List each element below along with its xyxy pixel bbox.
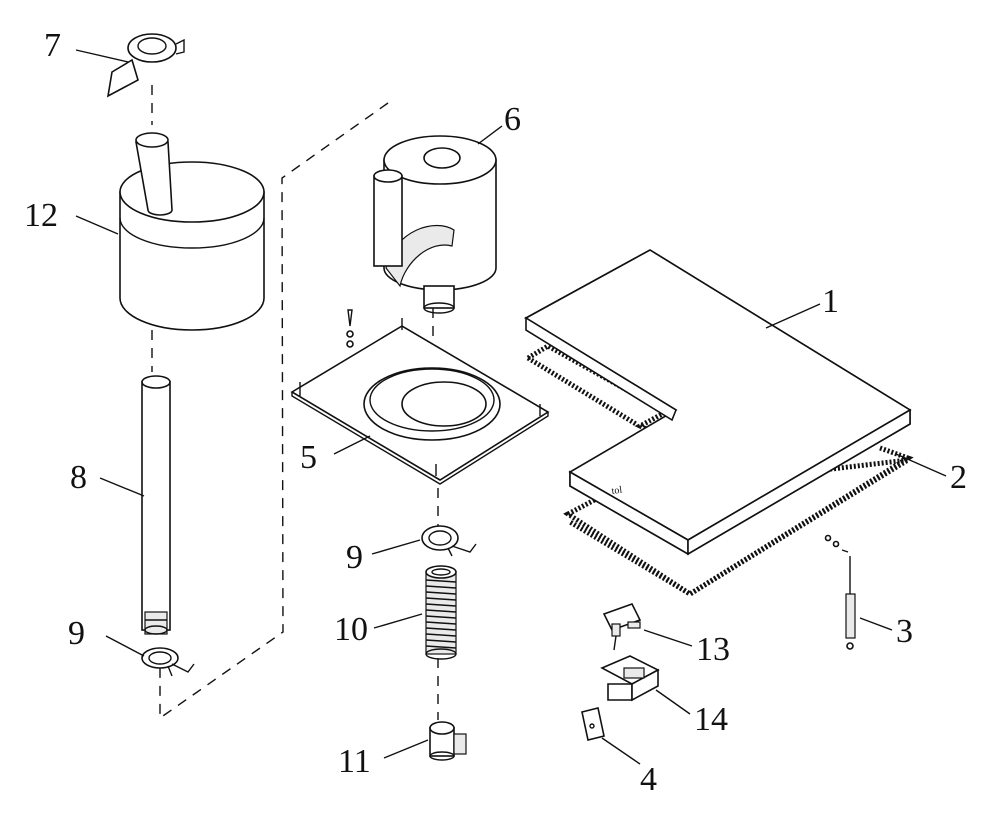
callout-4: 4 [640, 761, 657, 798]
callout-13: 13 [696, 631, 730, 668]
callout-7: 7 [44, 27, 61, 64]
leader-lines [75, 49, 947, 765]
part-14-bracket [600, 655, 660, 702]
callout-5: 5 [300, 439, 317, 476]
part-9-hose-clamp-center [421, 525, 477, 557]
part-11-connector [429, 721, 467, 761]
callout-11: 11 [338, 743, 371, 780]
callout-1: 1 [822, 283, 839, 320]
callout-2: 2 [950, 459, 967, 496]
part-4-plate [581, 707, 605, 741]
part-5-base-plate [290, 309, 550, 485]
part-7-clamp [106, 33, 185, 98]
part-13-latch [602, 603, 642, 651]
part-12-canister [119, 132, 265, 331]
callout-14: 14 [694, 701, 728, 738]
callout-12: 12 [24, 197, 58, 234]
callout-8: 8 [70, 459, 87, 496]
part-10-flex-hose [425, 565, 457, 660]
callout-10: 10 [334, 611, 368, 648]
part-8-tube [141, 375, 171, 635]
callout-3: 3 [896, 613, 913, 650]
table-label: tol [611, 485, 623, 497]
callout-6: 6 [504, 101, 521, 138]
part-6-cyclone [373, 135, 497, 314]
callout-9-left: 9 [68, 615, 85, 652]
callout-labels: 7 12 6 1 2 3 8 9 5 9 10 11 13 14 4 [24, 27, 967, 798]
callout-9-center: 9 [346, 539, 363, 576]
part-9-hose-clamp-left [141, 647, 195, 677]
part-3-gas-spring [824, 534, 856, 650]
part-1-table-top: tol [523, 249, 912, 556]
